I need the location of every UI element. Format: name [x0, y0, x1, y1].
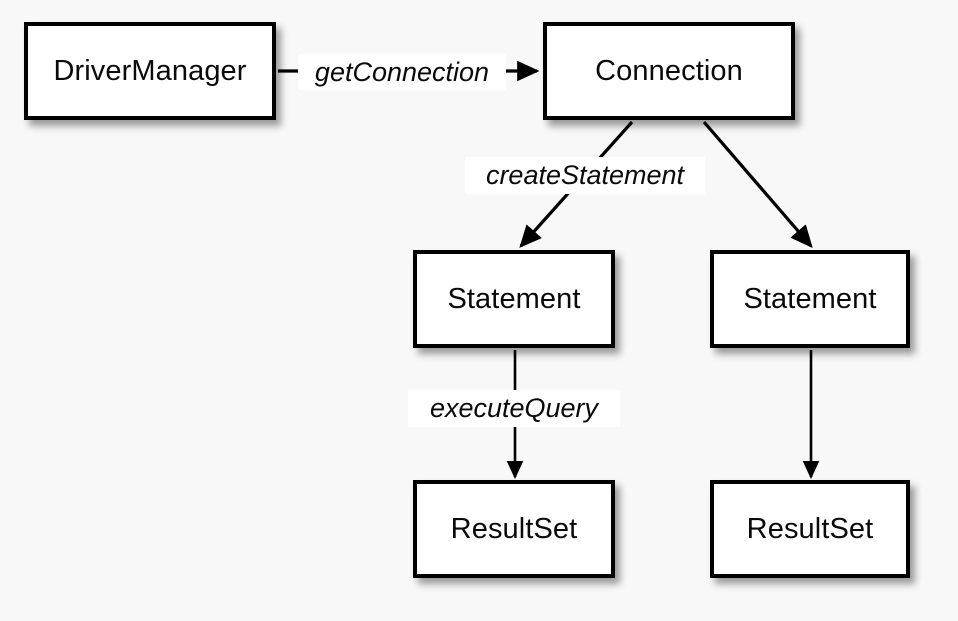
edge-createstatement-2 — [702, 120, 813, 248]
node-resultset-right-label: ResultSet — [746, 512, 874, 545]
node-resultset-left[interactable]: ResultSet — [413, 480, 615, 578]
edge-label-executequery: executeQuery — [408, 390, 620, 427]
node-drivermanager[interactable]: DriverManager — [24, 22, 276, 120]
edge-label-getconnection-text: getConnection — [314, 56, 490, 87]
node-resultset-right[interactable]: ResultSet — [710, 480, 910, 578]
node-statement-right-label: Statement — [743, 282, 877, 315]
node-connection-label: Connection — [595, 54, 743, 87]
node-statement-left-label: Statement — [447, 282, 581, 315]
node-statement-left[interactable]: Statement — [413, 250, 615, 348]
node-resultset-left-label: ResultSet — [450, 512, 578, 545]
edge-label-executequery-text: executeQuery — [429, 393, 599, 423]
edge-label-createstatement-text: createStatement — [485, 160, 685, 190]
node-connection[interactable]: Connection — [543, 22, 795, 120]
edge-label-createstatement: createStatement — [465, 157, 705, 194]
edge-label-getconnection: getConnection — [298, 54, 506, 90]
node-drivermanager-label: DriverManager — [53, 54, 247, 87]
node-statement-right[interactable]: Statement — [710, 250, 910, 348]
